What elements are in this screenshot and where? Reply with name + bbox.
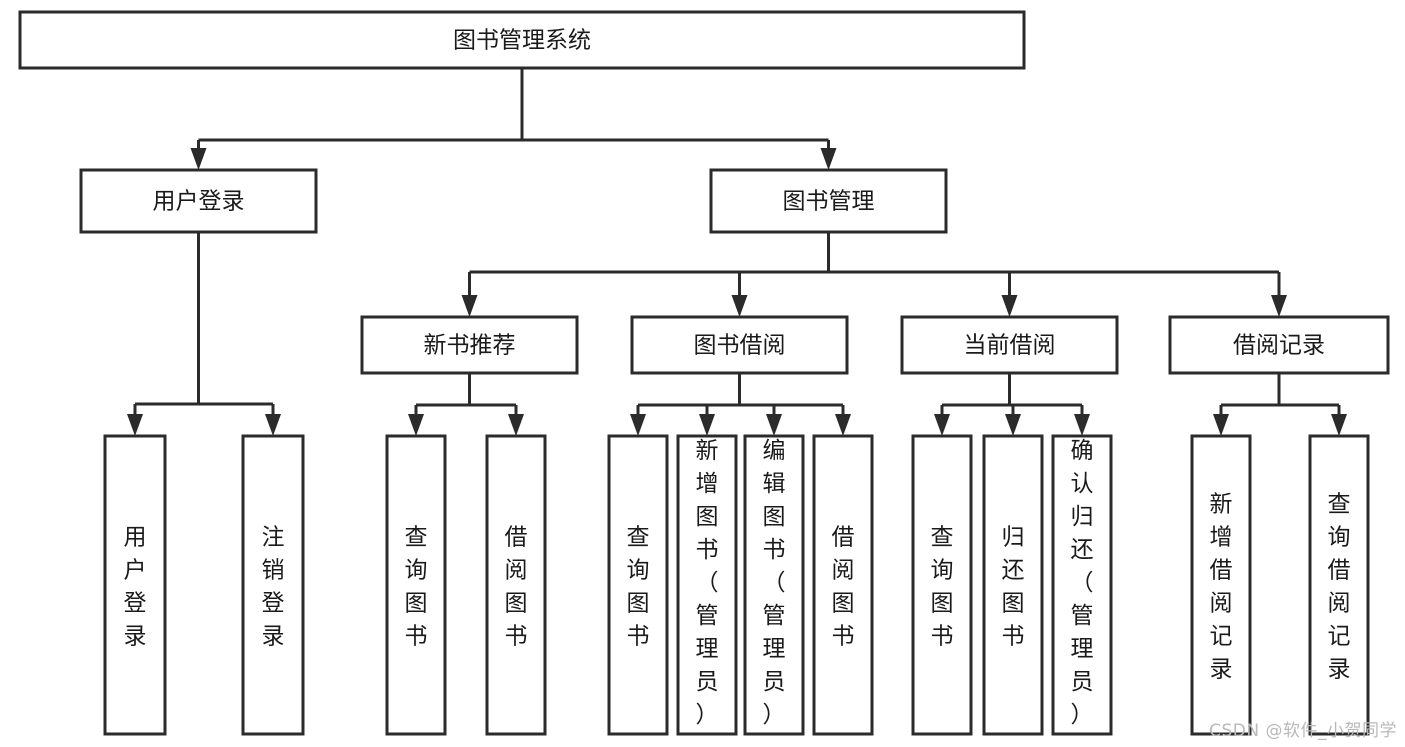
node-label-nb-query: 查询图书 [405, 525, 428, 650]
node-label-bb-add: 新增图书（管理员） [696, 438, 719, 728]
connector-borrow-record [1213, 373, 1347, 436]
node-box-cb-return [982, 434, 1044, 736]
node-label-cb-confirm: 确认归还（管理员） [1071, 438, 1094, 728]
arrow-head-icon [1005, 414, 1021, 436]
node-label-br-query: 查询借阅记录 [1328, 492, 1351, 683]
arrow-head-icon [820, 148, 837, 170]
arrow-head-icon [934, 414, 950, 436]
node-bb-query[interactable]: 查询图书 [607, 434, 669, 736]
arrow-head-icon [1001, 295, 1018, 317]
node-leaf-user-logout[interactable]: 注销登录 [241, 434, 305, 736]
arrow-head-icon [508, 414, 524, 436]
node-new-book-rec[interactable]: 新书推荐 [360, 315, 579, 375]
connector-book-manage [461, 232, 1287, 317]
arrow-head-icon [1331, 414, 1347, 436]
node-box-cb-query [911, 434, 973, 736]
arrow-head-icon [699, 414, 715, 436]
node-box-root [18, 10, 1026, 70]
arrow-head-icon [265, 414, 281, 436]
node-br-query[interactable]: 查询借阅记录 [1308, 434, 1370, 736]
node-box-current-borrow [900, 315, 1119, 375]
node-label-bb-query: 查询图书 [627, 525, 650, 650]
node-bb-add[interactable]: 新增图书（管理员） [676, 434, 738, 736]
connector-book-borrow [630, 373, 851, 436]
node-box-br-add [1190, 434, 1252, 736]
arrow-head-icon [190, 148, 207, 170]
node-book-manage[interactable]: 图书管理 [709, 168, 948, 234]
node-borrow-record[interactable]: 借阅记录 [1168, 315, 1390, 375]
node-label-book-borrow: 图书借阅 [694, 333, 786, 359]
node-box-book-borrow [630, 315, 849, 375]
node-box-bb-edit [743, 434, 805, 736]
node-box-nb-query [385, 434, 447, 736]
arrow-head-icon [127, 414, 143, 436]
node-box-bb-add [676, 434, 738, 736]
nodes-layer: 图书管理系统用户登录图书管理新书推荐图书借阅当前借阅借阅记录用户登录注销登录查询… [18, 10, 1390, 736]
node-cb-query[interactable]: 查询图书 [911, 434, 973, 736]
watermark-label: CSDN @软件_小贺同学 [1209, 721, 1397, 741]
arrow-head-icon [1213, 414, 1229, 436]
node-nb-borrow[interactable]: 借阅图书 [485, 434, 547, 736]
node-box-bb-query [607, 434, 669, 736]
node-label-borrow-record: 借阅记录 [1233, 333, 1325, 359]
node-root[interactable]: 图书管理系统 [18, 10, 1026, 70]
arrow-head-icon [630, 414, 646, 436]
node-label-root: 图书管理系统 [453, 28, 591, 54]
node-leaf-user-login[interactable]: 用户登录 [103, 434, 167, 736]
node-cb-return[interactable]: 归还图书 [982, 434, 1044, 736]
arrow-head-icon [1074, 414, 1090, 436]
node-box-leaf-user-login [103, 434, 167, 736]
node-box-book-manage [709, 168, 948, 234]
arrow-head-icon [461, 295, 478, 317]
node-label-new-book-rec: 新书推荐 [424, 333, 516, 359]
node-label-cb-query: 查询图书 [931, 525, 954, 650]
arrow-head-icon [766, 414, 782, 436]
node-label-bb-edit: 编辑图书（管理员） [763, 438, 786, 728]
node-box-bb-borrow [812, 434, 874, 736]
node-label-leaf-user-logout: 注销登录 [262, 525, 285, 650]
arrow-head-icon [408, 414, 424, 436]
arrow-head-icon [1271, 295, 1287, 317]
node-box-cb-confirm [1051, 434, 1113, 736]
connector-user-login [127, 232, 281, 436]
node-br-add[interactable]: 新增借阅记录 [1190, 434, 1252, 736]
connector-new-book-rec [408, 373, 524, 436]
node-bb-edit[interactable]: 编辑图书（管理员） [743, 434, 805, 736]
arrow-head-icon [731, 295, 748, 317]
node-label-bb-borrow: 借阅图书 [832, 525, 855, 650]
node-book-borrow[interactable]: 图书借阅 [630, 315, 849, 375]
node-nb-query[interactable]: 查询图书 [385, 434, 447, 736]
node-cb-confirm[interactable]: 确认归还（管理员） [1051, 434, 1113, 736]
node-label-book-manage: 图书管理 [783, 189, 875, 215]
node-box-new-book-rec [360, 315, 579, 375]
connector-current-borrow [934, 373, 1090, 436]
node-label-current-borrow: 当前借阅 [964, 333, 1056, 359]
arrow-head-icon [835, 414, 851, 436]
node-bb-borrow[interactable]: 借阅图书 [812, 434, 874, 736]
edges-layer [127, 68, 1347, 436]
node-user-login[interactable]: 用户登录 [79, 168, 318, 234]
node-label-user-login: 用户登录 [153, 189, 245, 215]
connector-root [190, 68, 837, 170]
node-box-borrow-record [1168, 315, 1390, 375]
node-label-cb-return: 归还图书 [1002, 525, 1025, 650]
node-current-borrow[interactable]: 当前借阅 [900, 315, 1119, 375]
node-box-user-login [79, 168, 318, 234]
node-box-leaf-user-logout [241, 434, 305, 736]
node-box-br-query [1308, 434, 1370, 736]
node-label-br-add: 新增借阅记录 [1210, 492, 1233, 683]
node-box-nb-borrow [485, 434, 547, 736]
node-label-nb-borrow: 借阅图书 [505, 525, 528, 650]
node-label-leaf-user-login: 用户登录 [124, 525, 147, 650]
